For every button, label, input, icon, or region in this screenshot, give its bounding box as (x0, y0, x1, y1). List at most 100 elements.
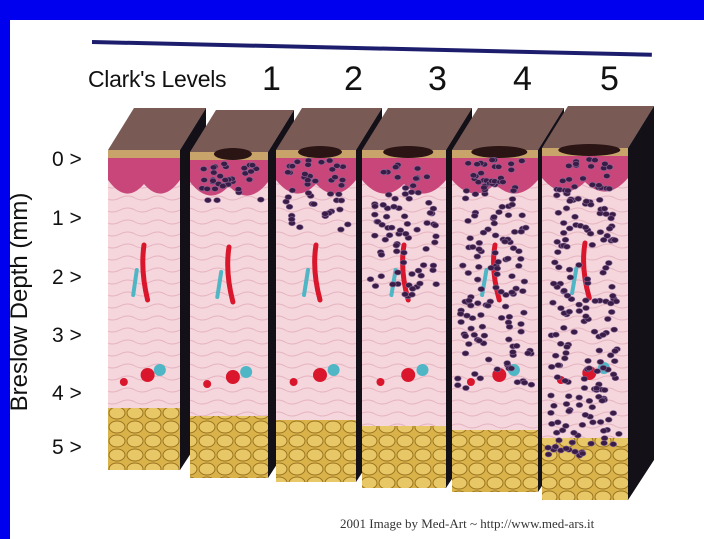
melanoma-cell (582, 412, 589, 417)
melanoma-cell (548, 410, 555, 415)
melanoma-cell (424, 220, 431, 225)
melanoma-cell (509, 290, 516, 295)
melanoma-cell (204, 186, 211, 191)
melanoma-cell (609, 293, 616, 298)
melanoma-cell (513, 343, 520, 348)
melanoma-cell (601, 436, 608, 441)
melanoma-cell (569, 440, 576, 445)
melanoma-cell (560, 230, 567, 235)
melanoma-cell (418, 273, 425, 278)
melanoma-cell (340, 164, 347, 169)
melanoma-cell (565, 188, 572, 193)
melanoma-cell (401, 250, 408, 255)
melanoma-cell (404, 221, 411, 226)
melanoma-cell (465, 270, 472, 275)
melanoma-cell (485, 303, 492, 308)
melanoma-cell (551, 260, 558, 265)
melanoma-cell (433, 282, 440, 287)
melanoma-cell (289, 188, 296, 193)
melanoma-cell (332, 175, 339, 180)
melanoma-cell (480, 230, 487, 235)
melanoma-cell (339, 177, 346, 182)
melanoma-cell (605, 260, 612, 265)
melanoma-cell (603, 173, 610, 178)
melanoma-cell (431, 240, 438, 245)
melanoma-cell (472, 192, 479, 197)
melanoma-cell (510, 188, 517, 193)
artery-cross-section (226, 370, 240, 384)
melanoma-cell (583, 305, 590, 310)
melanoma-cell (562, 423, 569, 428)
melanoma-cell (548, 364, 555, 369)
melanoma-cell (596, 183, 603, 188)
melanoma-cell (415, 190, 422, 195)
melanoma-cell (606, 186, 613, 191)
melanoma-cell (219, 184, 226, 189)
melanoma-cell (563, 206, 570, 211)
melanoma-cell (499, 204, 506, 209)
artery-cross-section (401, 368, 415, 382)
melanoma-cell (485, 357, 492, 362)
melanoma-cell (601, 441, 608, 446)
melanoma-cell (528, 382, 535, 387)
melanoma-cell (505, 213, 512, 218)
melanoma-cell (506, 314, 513, 319)
melanoma-cell (511, 229, 518, 234)
melanoma-cell (462, 334, 469, 339)
melanoma-cell (610, 372, 617, 377)
melanoma-cell (509, 274, 516, 279)
melanoma-cell (509, 197, 516, 202)
melanoma-cell (288, 217, 295, 222)
melanoma-cell (481, 185, 488, 190)
melanoma-cell (334, 163, 341, 168)
melanoma-cell (554, 239, 561, 244)
melanoma-cell (608, 309, 615, 314)
melanoma-cell (410, 183, 417, 188)
melanoma-cell (600, 332, 607, 337)
melanoma-cell (554, 375, 561, 380)
skin-block-5 (542, 106, 654, 500)
melanoma-cell (465, 341, 472, 346)
melanoma-cell (248, 169, 255, 174)
melanoma-cell (517, 256, 524, 261)
melanoma-cell (597, 359, 604, 364)
melanoma-cell (402, 185, 409, 190)
melanoma-cell (550, 300, 557, 305)
small-vessel (467, 378, 475, 386)
vein-cross-section (328, 364, 340, 376)
melanoma-cell (602, 161, 609, 166)
melanoma-cell (492, 233, 499, 238)
melanoma-cell (564, 344, 571, 349)
melanoma-cell (603, 211, 610, 216)
melanoma-cell (241, 166, 248, 171)
melanoma-cell (558, 306, 565, 311)
melanoma-cell (210, 165, 217, 170)
melanoma-cell (296, 225, 303, 230)
melanoma-cell (474, 254, 481, 259)
melanoma-cell (583, 314, 590, 319)
melanoma-cell (612, 238, 619, 243)
melanoma-cell (491, 214, 498, 219)
melanoma-cell (371, 212, 378, 217)
melanoma-cell (467, 236, 474, 241)
melanoma-cell (415, 268, 422, 273)
small-vessel (290, 378, 298, 386)
melanoma-cell (555, 265, 562, 270)
melanoma-cell (476, 240, 483, 245)
melanoma-cell (518, 321, 525, 326)
melanoma-cell (335, 192, 342, 197)
melanoma-cell (205, 198, 212, 203)
melanoma-cell (566, 177, 573, 182)
melanoma-cell (476, 338, 483, 343)
melanoma-cell (519, 213, 526, 218)
melanoma-cell (430, 263, 437, 268)
melanoma-cell (478, 287, 485, 292)
melanoma-cell (605, 417, 612, 422)
melanoma-cell (391, 204, 398, 209)
melanoma-cell (475, 180, 482, 185)
melanoma-cell (246, 177, 253, 182)
melanoma-cell (611, 359, 618, 364)
melanoma-cell (599, 398, 606, 403)
melanoma-cell (554, 420, 561, 425)
